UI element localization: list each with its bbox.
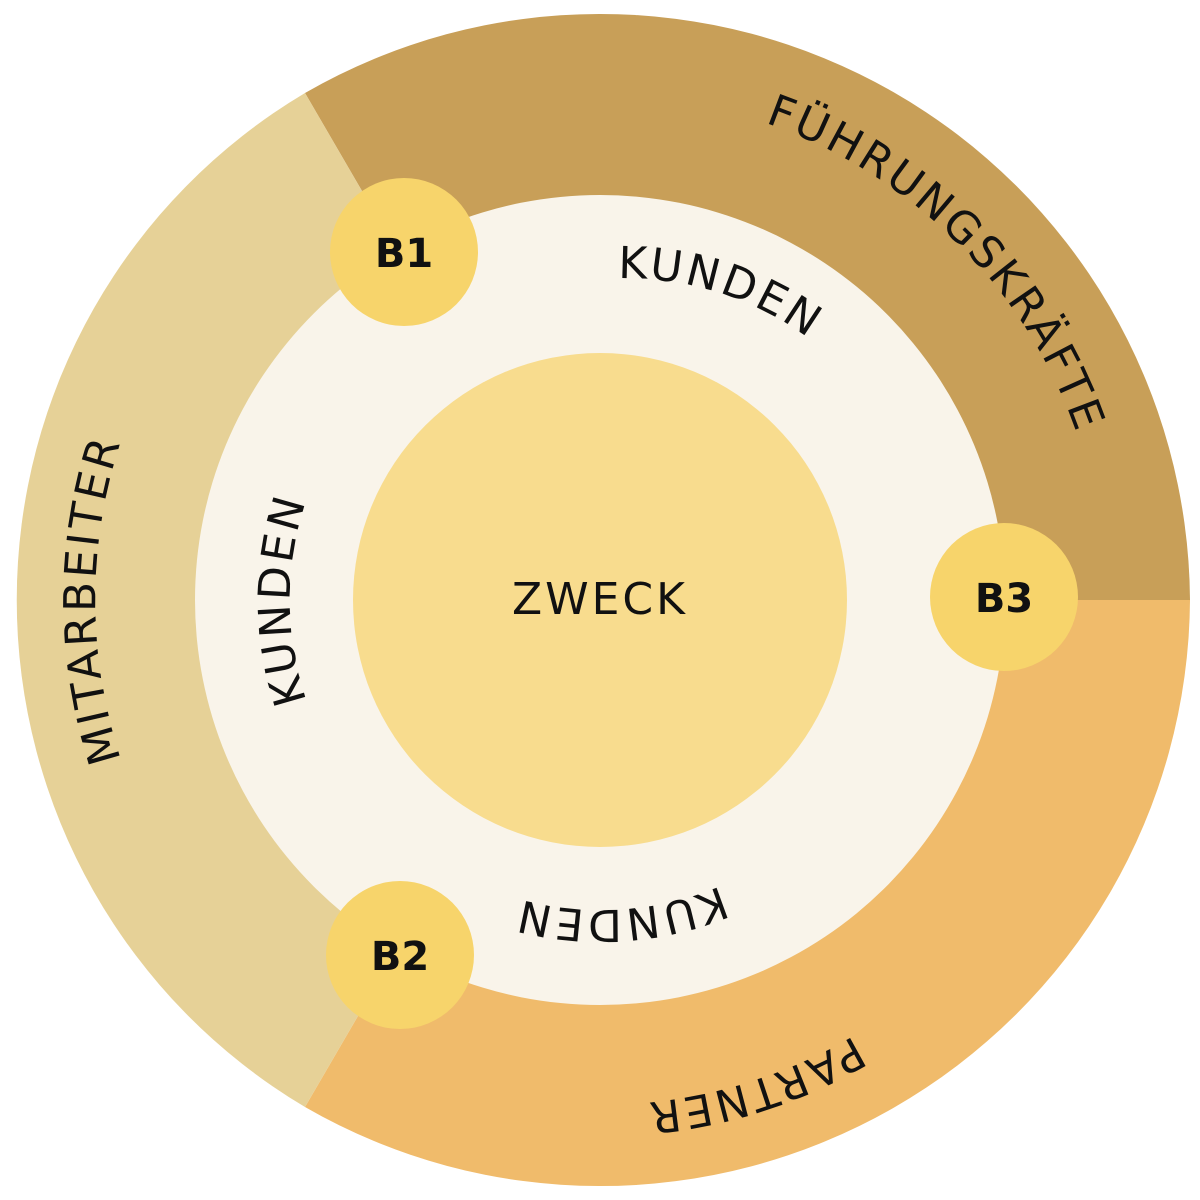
badge-b3-label: B3 xyxy=(975,576,1033,622)
badge-b2-circle xyxy=(326,881,474,1029)
badge-b2-label: B2 xyxy=(371,934,429,980)
badge-b2: B2 xyxy=(326,881,474,1029)
badge-b1: B1 xyxy=(330,178,478,326)
badge-b1-circle xyxy=(330,178,478,326)
badge-b3-circle xyxy=(930,523,1078,671)
badge-b3: B3 xyxy=(930,523,1078,671)
core-circle xyxy=(353,353,847,847)
badge-b1-label: B1 xyxy=(375,231,433,277)
center-label: ZWECK xyxy=(512,574,688,625)
